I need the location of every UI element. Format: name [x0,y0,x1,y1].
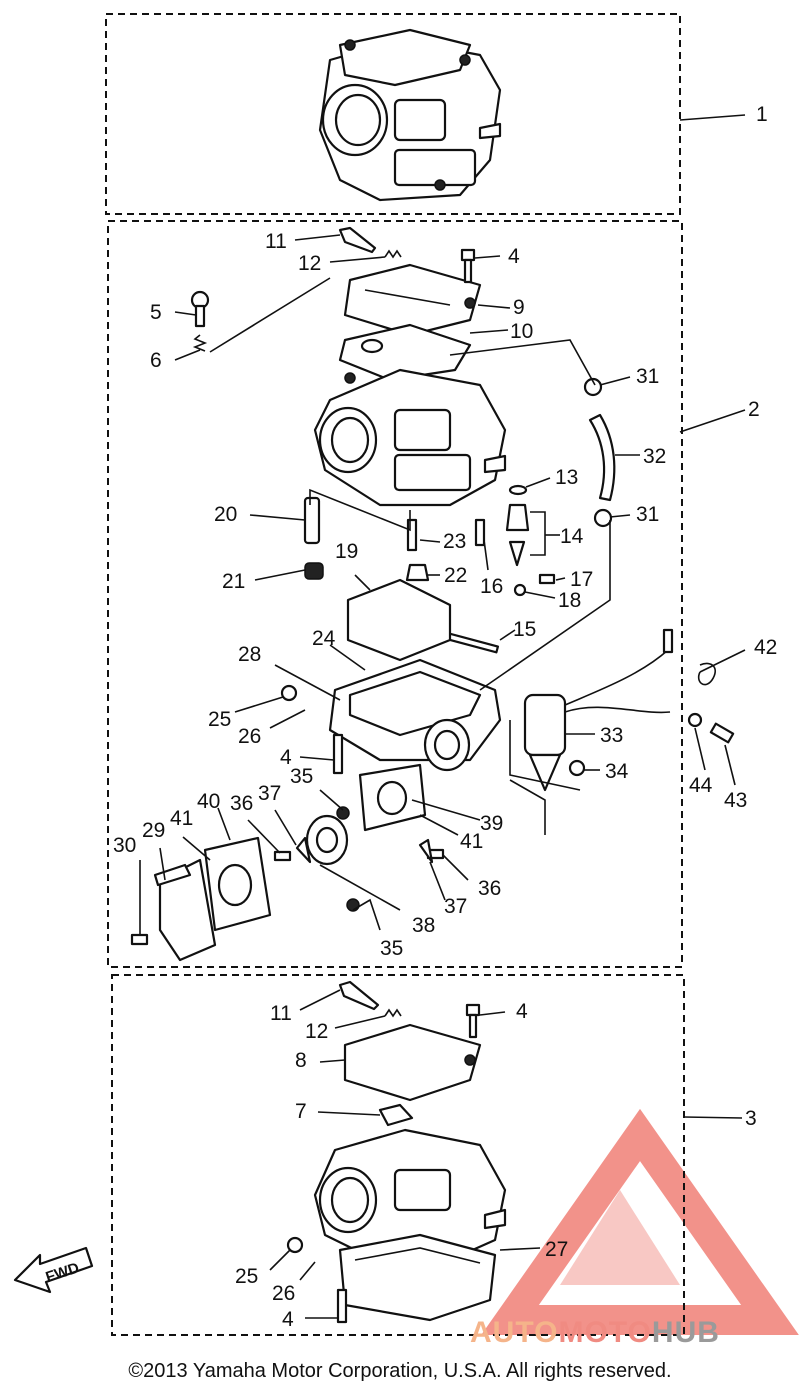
callout-label: 7 [295,1100,307,1123]
callout-label: 10 [510,320,533,343]
callout-label: 42 [754,636,777,659]
callout-label: 5 [150,301,162,324]
leader-lines [139,114,746,1319]
callout-label: 38 [412,914,435,937]
watermark-moto: MOTO [558,1316,651,1349]
callout-label: 43 [724,789,747,812]
callout-label: 15 [513,618,536,641]
callout-label: 36 [478,877,501,900]
watermark-logo-icon [481,1108,799,1335]
callout-label: 32 [643,445,666,468]
carburetor-3-drawing [286,980,507,1324]
carburetor-1-drawing [318,28,502,202]
callout-label: 36 [230,792,253,815]
callout-label: 18 [558,589,581,612]
callout-label: 41 [170,807,193,830]
callout-label: 28 [238,643,261,666]
callout-label: 13 [555,466,578,489]
callout-label: 31 [636,365,659,388]
callout-label: 9 [513,296,525,319]
callout-label: 27 [545,1238,568,1261]
carburetor-2-drawing [313,263,507,507]
assembly-label-2: 2 [748,398,760,421]
callout-label: 22 [444,564,467,587]
frame-assembly-3 [111,974,685,1336]
callout-label: 8 [295,1049,307,1072]
callout-label: 24 [312,627,336,650]
callout-label: 25 [235,1265,258,1288]
small-parts-2 [130,226,735,962]
frame-assembly-1 [105,13,681,215]
callout-label: 11 [270,1002,292,1025]
callout-label: 26 [272,1282,295,1305]
callout-label: 4 [280,746,292,769]
callout-label: 35 [380,937,403,960]
callout-label: 37 [258,782,281,805]
callout-label: 4 [516,1000,528,1023]
callout-label: 25 [208,708,231,731]
callout-label: 19 [335,540,358,563]
callout-label: 39 [480,812,503,835]
callout-label: 37 [444,895,467,918]
callout-label: 29 [142,819,165,842]
callout-label: 30 [113,834,136,857]
watermark-auto: AUTO [470,1316,558,1349]
callout-label: 44 [689,774,713,797]
callout-label: 12 [298,252,321,275]
assembly-label-1: 1 [756,103,768,126]
callout-label: 14 [560,525,584,548]
callout-label: 16 [480,575,503,598]
callout-label: 31 [636,503,659,526]
callout-label: 4 [282,1308,294,1331]
callout-label: 33 [600,724,623,747]
callout-label: 41 [460,830,483,853]
callout-label: 34 [605,760,629,783]
watermark-text: AUTOMOTOHUB [470,1316,720,1349]
callout-label: 20 [214,503,237,526]
callout-label: 4 [508,245,520,268]
callout-label: 6 [150,349,162,372]
callout-label: 17 [570,568,593,591]
callout-label: 23 [443,530,466,553]
copyright-footer: ©2013 Yamaha Motor Corporation, U.S.A. A… [128,1360,672,1382]
callout-label: 21 [222,570,245,593]
callout-label: 11 [265,230,287,253]
callout-label: 40 [197,790,220,813]
callout-label: 35 [290,765,313,788]
fwd-arrow-icon: FWD [13,1246,94,1294]
callout-label: 26 [238,725,261,748]
watermark-hub: HUB [652,1316,720,1349]
assembly-label-3: 3 [745,1107,757,1130]
callout-label: 12 [305,1020,328,1043]
